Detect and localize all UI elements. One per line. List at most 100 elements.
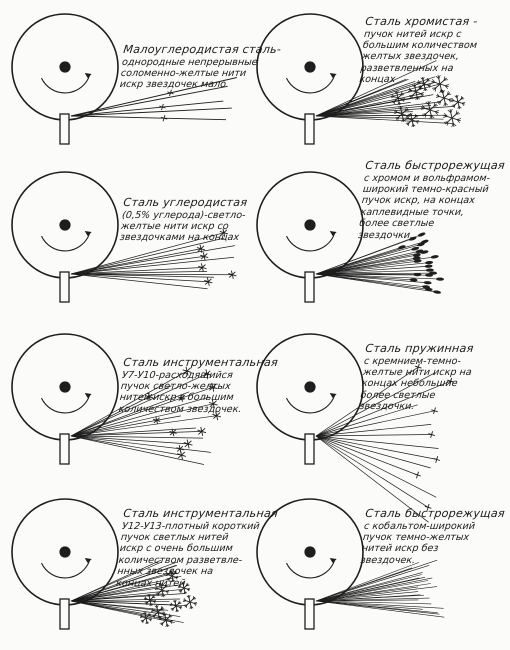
caption-line: желтых звездочек, [361,51,460,63]
spark-ray [70,256,235,275]
spark-star [160,114,168,122]
spark-star [204,277,213,286]
spark-ray [315,254,420,275]
workpiece-bar [59,598,70,630]
caption-line: звездочек. [359,554,416,566]
spark-star [431,407,438,415]
spark-ray [70,583,159,602]
caption-title: Малоуглеродистая сталь- [122,43,282,56]
spark-ray [70,435,204,465]
spark-ray [315,599,419,602]
rotation-arrow [41,394,91,414]
spark-ray [70,600,181,617]
rotation-arrow [41,74,91,94]
spark-ray [315,83,440,117]
caption-title: Сталь быстрорежущая [364,507,506,520]
spark-ray [315,435,437,498]
spark-ray [315,273,433,276]
droplet-spark [417,242,425,247]
spark-ray [70,593,186,602]
rotation-arrow [41,559,91,579]
caption-line: однородные непрерывные [121,56,259,68]
spark-ray [315,260,421,275]
branched-spark-star [435,89,453,107]
branched-spark-star [165,569,179,583]
spark-ray [70,435,182,456]
spark-ray [70,271,208,275]
panel-high-speed-cobalt-graphic [256,498,445,630]
spark-star [200,252,209,261]
spark-ray [315,256,438,275]
spark-ray [70,391,190,437]
workpiece-bar [304,113,315,145]
spark-star [414,471,421,479]
spark-ray [70,572,176,602]
spark-ray [70,273,233,276]
spark-ray [70,600,175,624]
spark-ray [315,237,416,275]
rotation-arrow [286,559,336,579]
caption-line: пучок темно-желтых [362,532,470,543]
workpiece-bar [304,271,315,303]
spark-ray [70,431,202,437]
rotation-arrow [286,394,336,414]
panel-chromium-graphic [256,13,466,145]
spark-star [182,366,192,376]
caption-line: количеством разветвле- [117,554,243,566]
spark-ray [70,237,225,275]
caption-line: пучок светлых нитей [120,532,229,543]
droplet-spark [412,256,421,260]
spark-ray [315,115,453,124]
spark-ray [315,576,426,602]
droplet-spark [409,236,417,241]
caption-line: звездочки. [357,229,414,241]
rotation-arrow [286,232,336,252]
spark-ray [315,594,424,602]
wheel-axle-dot [304,61,316,73]
spark-ray [70,386,213,437]
branched-spark-star [442,108,462,128]
spark-ray [315,94,434,117]
branched-spark-star [150,604,166,620]
spark-ray [315,434,432,437]
caption-line: звездочки. [358,401,415,413]
caption-line: искр звездочек мало. [119,79,230,91]
droplet-spark [425,273,433,277]
caption-line: У12-У13-плотный короткий [121,520,261,532]
spark-star [428,431,436,438]
caption-line: искр с очень большим [119,543,234,555]
panel-spring-graphic [256,333,455,523]
spark-star [447,377,455,385]
spark-ray [315,269,433,275]
wheel-axle-dot [304,219,316,231]
rotation-arrowhead [329,393,337,398]
spark-ray [315,577,433,602]
branched-spark-star [158,612,174,628]
spark-star [208,399,218,409]
spark-ray [315,586,418,602]
caption-line: соломенно-желтые нити [120,68,247,79]
workpiece-bar [59,113,70,145]
spark-ray [70,85,227,117]
spark-star [228,270,237,279]
spark-star [145,393,154,401]
spark-ray [315,586,438,602]
spark-ray [70,415,217,437]
caption-line: разветвленных на [359,62,454,74]
spark-ray [315,435,429,523]
spark-ray [315,115,432,117]
spark-star [212,411,222,421]
spark-star [177,394,186,402]
spark-ray [70,561,162,602]
caption-line: концах нитей. [115,577,190,589]
caption-line: У7-У10-расходящийся [121,369,234,381]
spark-ray [70,107,232,117]
spark-star [196,244,206,253]
spark-ray [315,435,439,449]
rotation-arrow [41,232,91,252]
droplet-spark [436,277,444,281]
caption-line: нитей искр с большим [119,392,235,404]
spark-ray [315,424,432,437]
